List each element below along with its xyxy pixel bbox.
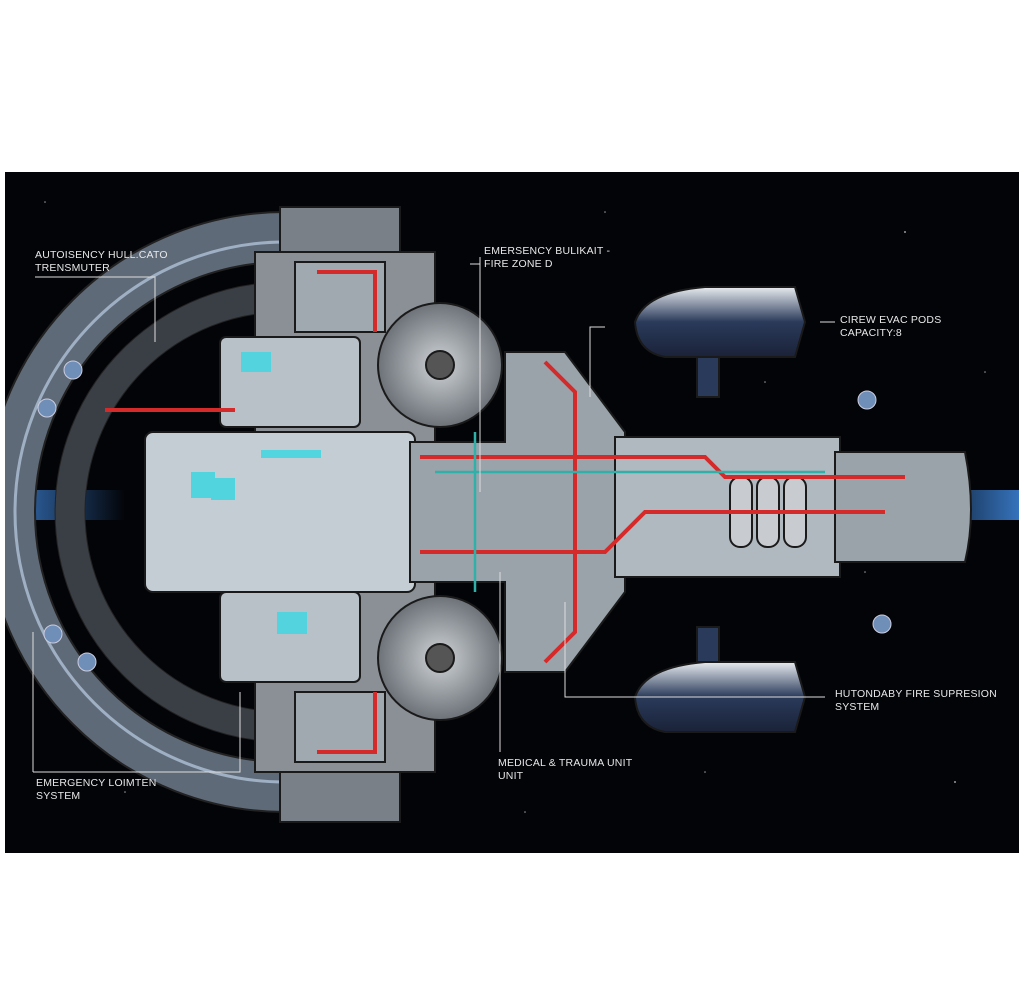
label-line: EMERSENCY BULIKAIT - [484, 245, 611, 257]
forward-hull [144, 206, 436, 823]
label-evac-pods: CIREW EVAC PODS CAPACITY:8 [840, 314, 941, 340]
label-line: SYSTEM [835, 701, 880, 713]
maintenance-drones [37, 360, 892, 672]
label-line: FIRE ZONE D [484, 258, 553, 270]
label-line: CIREW EVAC PODS [840, 314, 942, 326]
label-medical-unit: MEDICAL & TRAUMA UNIT UNIT [498, 757, 632, 783]
label-emergency-bulkhead: EMERSENCY BULIKAIT - FIRE ZONE D [484, 245, 610, 271]
leader-lines [32, 257, 835, 773]
fire-suppression-pipes [105, 270, 905, 754]
label-hull-transmitter: AUTOISENCY HULL.CATO TRENSMUTER [35, 249, 168, 275]
label-emergency-lighting: EMERGENCY LOIMTEN SYSTEM [36, 777, 156, 803]
label-line: MEDICAL & TRAUMA UNIT [498, 757, 633, 769]
coolant-pipes [435, 432, 825, 592]
label-line: AUTOISENCY HULL.CATO [35, 249, 168, 261]
label-line: CAPACITY:8 [840, 327, 902, 339]
label-line: TRENSMUTER [35, 262, 110, 274]
schematic-panel: AUTOISENCY HULL.CATO TRENSMUTER EMERSENC… [5, 172, 1019, 853]
midsection [409, 351, 972, 673]
fire-zone-discs [377, 302, 503, 721]
label-line: HUTONDABY FIRE SUPRESION [835, 688, 997, 700]
ship-cutaway-illustration [5, 201, 1019, 823]
label-line: EMERGENCY LOIMTEN [36, 777, 157, 789]
label-line: UNIT [498, 770, 524, 782]
label-fire-suppression: HUTONDABY FIRE SUPRESION SYSTEM [835, 688, 997, 714]
starfield [34, 201, 986, 813]
label-line: SYSTEM [36, 790, 81, 802]
